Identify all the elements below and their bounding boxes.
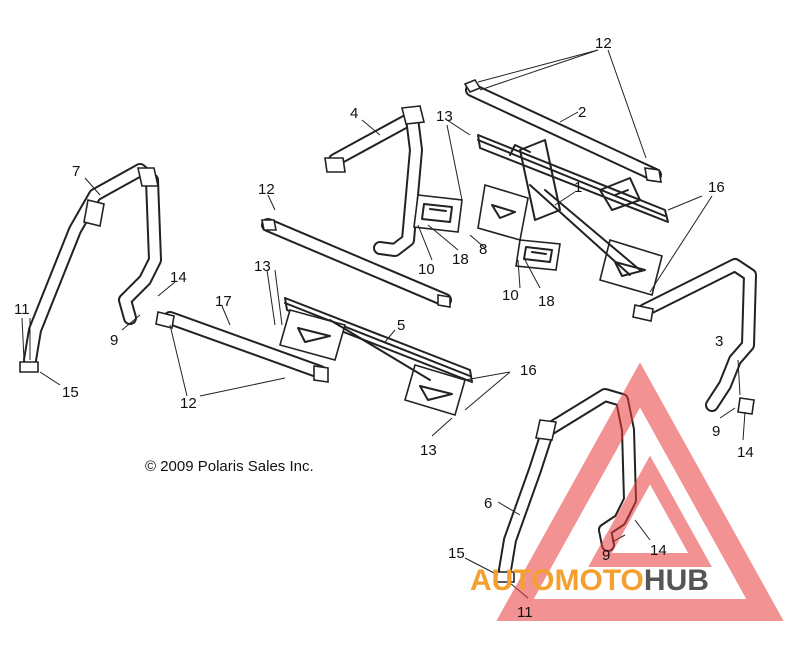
callout-9: 9	[712, 423, 720, 440]
callout-8: 8	[479, 241, 487, 258]
watermark-logo: AUTOMOTOHUB	[470, 564, 709, 597]
callout-12: 12	[595, 35, 612, 52]
part-8-light-left	[413, 194, 463, 233]
callout-16: 16	[520, 362, 537, 379]
callout-11: 11	[517, 604, 533, 621]
part-12-bar	[261, 218, 452, 308]
callout-11: 11	[14, 301, 30, 318]
callout-9: 9	[602, 547, 610, 564]
part-3-side-bar	[632, 258, 757, 415]
callout-10: 10	[418, 261, 435, 278]
callout-13: 13	[420, 442, 437, 459]
copyright-text: © 2009 Polaris Sales Inc.	[145, 458, 314, 475]
part-2-cross-bar	[463, 79, 662, 183]
watermark-triangle	[496, 362, 784, 621]
part-4-brace	[324, 105, 425, 257]
callout-1: 1	[574, 179, 582, 196]
part-7-side-bar	[19, 163, 162, 373]
callout-6: 6	[484, 495, 492, 512]
callout-7: 7	[72, 163, 80, 180]
callout-17: 17	[215, 293, 232, 310]
part-5-front-frame	[279, 297, 473, 416]
callout-14: 14	[737, 444, 754, 461]
callout-10: 10	[502, 287, 519, 304]
callout-2: 2	[578, 104, 586, 121]
part-8-light-right	[515, 239, 561, 271]
callout-5: 5	[397, 317, 405, 334]
callout-15: 15	[62, 384, 79, 401]
callout-16: 16	[708, 179, 725, 196]
part-17-bar	[155, 311, 329, 383]
callout-12: 12	[258, 181, 275, 198]
callout-13: 13	[436, 108, 453, 125]
callout-18: 18	[538, 293, 555, 310]
part-1-rear-frame	[477, 134, 669, 296]
callout-9: 9	[110, 332, 118, 349]
callout-3: 3	[715, 333, 723, 350]
callout-4: 4	[350, 105, 358, 122]
callout-14: 14	[170, 269, 187, 286]
callout-14: 14	[650, 542, 667, 559]
callout-15: 15	[448, 545, 465, 562]
callout-12: 12	[180, 395, 197, 412]
callout-13: 13	[254, 258, 271, 275]
leader-lines	[21, 49, 746, 599]
watermark-part1: AUTOMOTO	[470, 564, 644, 597]
watermark-part2: HUB	[644, 564, 709, 597]
callout-18: 18	[452, 251, 469, 268]
